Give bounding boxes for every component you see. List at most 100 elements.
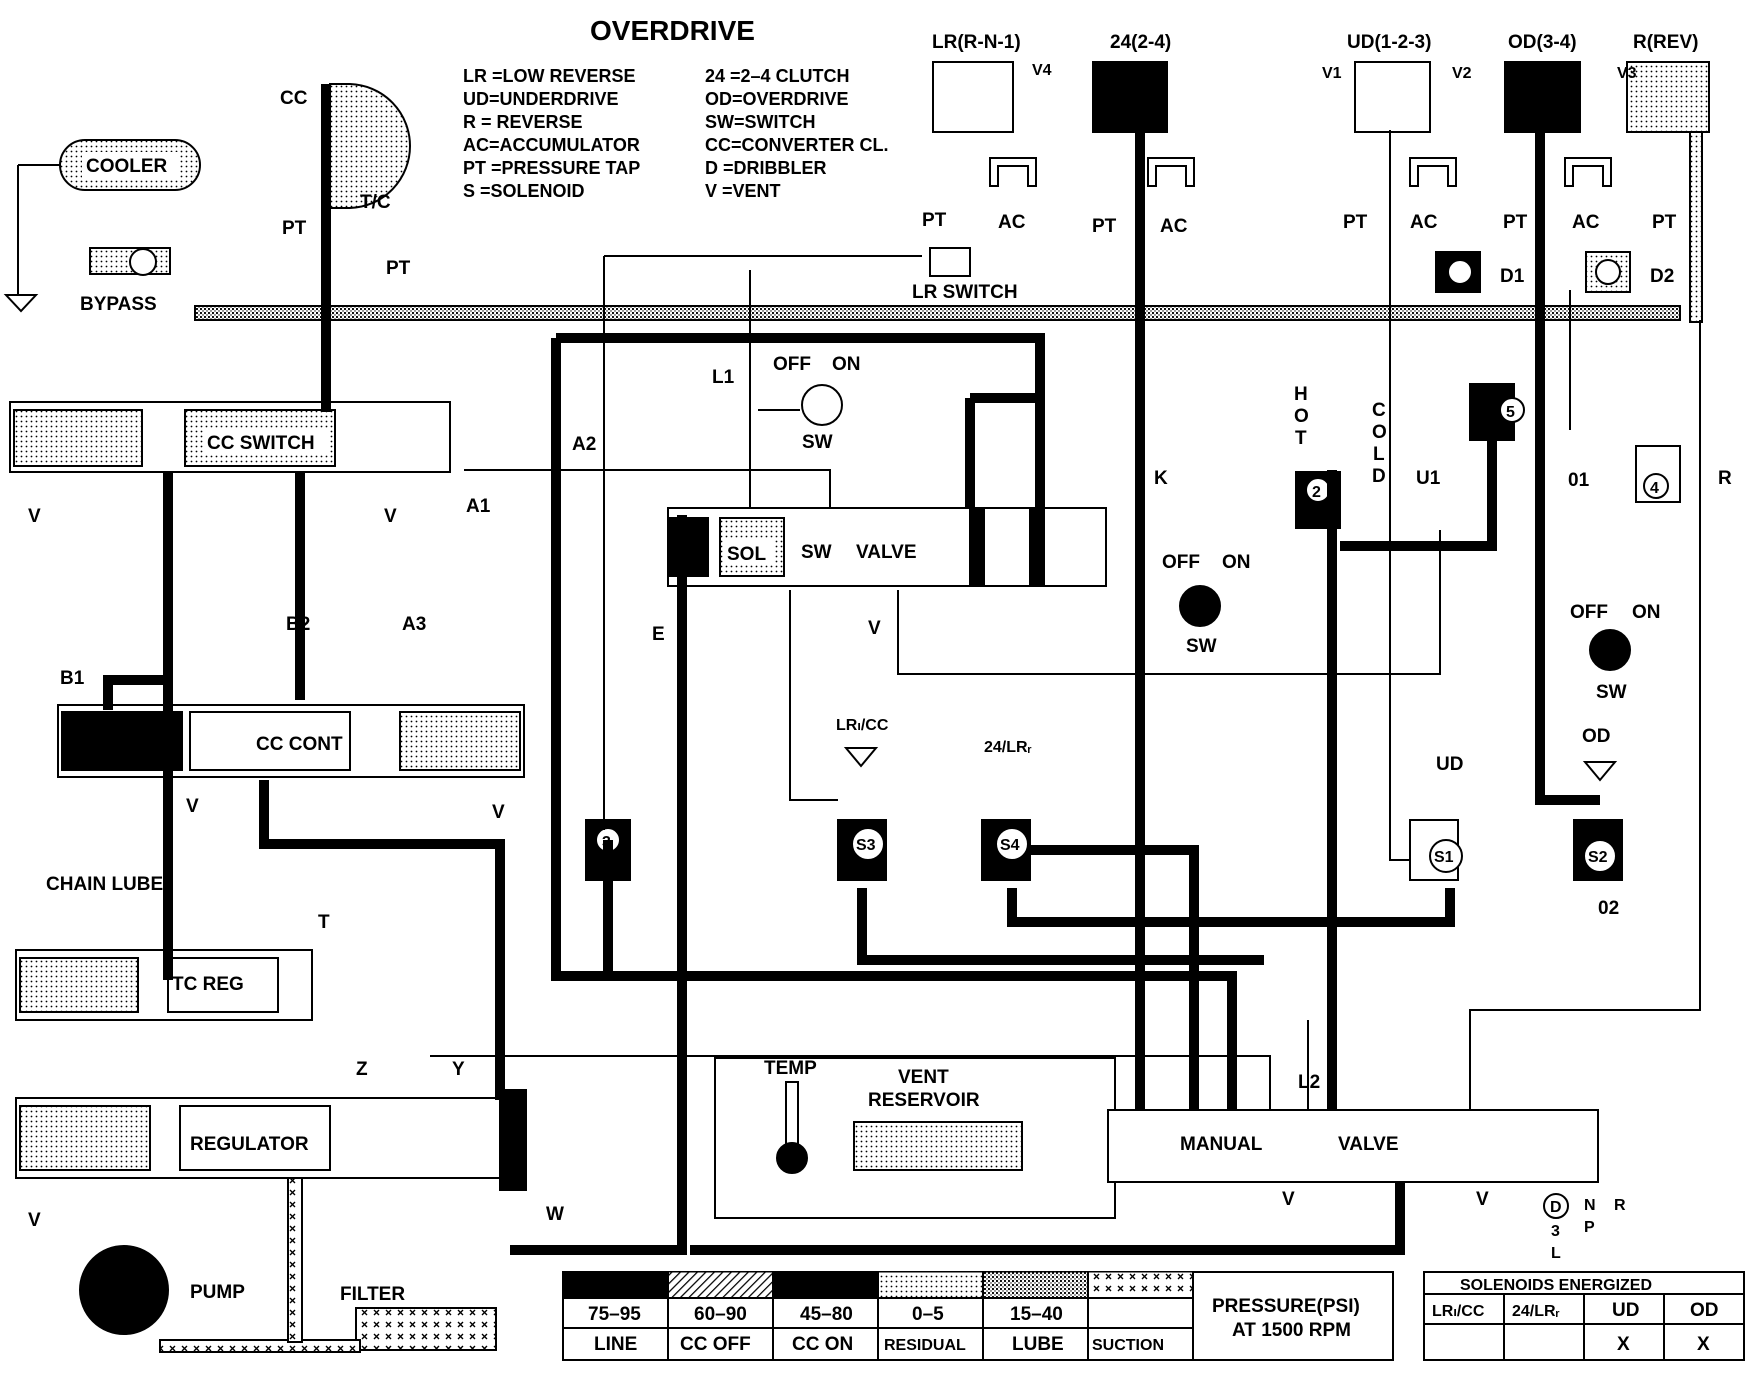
manual-valve xyxy=(1107,1109,1599,1183)
clutch-rev-piston xyxy=(1626,61,1710,133)
manual-valve-label: VALVE xyxy=(1338,1134,1399,1155)
abbr-od: OD=OVERDRIVE xyxy=(705,89,849,109)
legend-swatch-ccon xyxy=(773,1272,878,1298)
u1-label: U1 xyxy=(1416,468,1441,489)
gear-d: D xyxy=(1550,1199,1562,1216)
cooler-label: COOLER xyxy=(86,156,168,177)
solenoid-s4-label: S4 xyxy=(1000,837,1020,854)
vent-reservoir-label-1: VENT xyxy=(898,1067,949,1088)
switch-top-on: ON xyxy=(832,354,861,375)
sol-sw-right-piston xyxy=(969,507,985,587)
pump-label: PUMP xyxy=(190,1282,245,1303)
switch-top-off: OFF xyxy=(773,354,811,375)
ac-label-24: AC xyxy=(1160,216,1188,237)
legend-name-ccoff: CC OFF xyxy=(680,1334,751,1355)
vent-v2-label: V2 xyxy=(1452,65,1472,82)
z-label: Z xyxy=(356,1059,368,1080)
vent-manual-1: V xyxy=(1282,1189,1295,1210)
legend-name-suction: SUCTION xyxy=(1092,1337,1164,1354)
abbreviation-legend: LR =LOW REVERSE UD=UNDERDRIVE R = REVERS… xyxy=(463,66,889,201)
legend-swatch-lube xyxy=(982,1271,1089,1299)
sol-sw-left-block xyxy=(667,517,709,577)
cc-cont-label: CC CONT xyxy=(256,734,343,755)
pt-label-lr: PT xyxy=(922,210,947,231)
legend-swatch-ccoff xyxy=(667,1271,774,1299)
cc-label: CC xyxy=(280,88,308,109)
abbr-pt: PT =PRESSURE TAP xyxy=(463,158,640,178)
o1-label: 01 xyxy=(1568,470,1590,491)
solenoid-s3-cone xyxy=(843,747,879,768)
legend-name-residual: RESIDUAL xyxy=(884,1337,966,1354)
filter xyxy=(355,1307,497,1351)
tc-reg-label: TC REG xyxy=(172,974,244,995)
torque-converter xyxy=(329,83,412,209)
accumulator-24 xyxy=(1147,157,1195,187)
tc-reg-spool xyxy=(167,957,279,1013)
suction-line xyxy=(159,1339,361,1353)
hot-t: T xyxy=(1295,428,1307,449)
abbr-lr: LR =LOW REVERSE xyxy=(463,66,636,86)
switch-od-on: ON xyxy=(1632,602,1661,623)
vent-cc-cont-right: V xyxy=(492,802,505,823)
cc-switch-spring xyxy=(13,409,143,467)
vent-cc-switch-right: V xyxy=(384,506,397,527)
pump xyxy=(79,1245,169,1335)
pressure-switch-top xyxy=(801,384,843,426)
r-label: R xyxy=(1718,468,1732,489)
dribbler-d2-ball xyxy=(1595,259,1621,285)
regulator-label: REGULATOR xyxy=(190,1134,309,1155)
abbr-ac: AC=ACCUMULATOR xyxy=(463,135,640,155)
clutch-24-piston xyxy=(1092,61,1168,133)
solenoid-s3-func: LRₗ/CC xyxy=(836,717,889,734)
pt-label-tc: PT xyxy=(282,218,307,239)
diagram-title: OVERDRIVE xyxy=(590,15,755,46)
sol-table-title: SOLENOIDS ENERGIZED xyxy=(1460,1277,1652,1294)
ac-label-od: AC xyxy=(1572,212,1600,233)
hot-h: H xyxy=(1294,384,1308,405)
regulator-spool xyxy=(179,1105,331,1171)
tc-reg-spring xyxy=(19,957,139,1013)
legend-title-1: PRESSURE(PSI) xyxy=(1212,1296,1360,1317)
vent-v1-label: V1 xyxy=(1322,65,1342,82)
solenoid-s4 xyxy=(995,827,1029,861)
bypass-label: BYPASS xyxy=(80,294,157,315)
thermometer-bulb xyxy=(776,1142,808,1174)
cold-l: L xyxy=(1373,444,1385,465)
vent-regulator: V xyxy=(28,1210,41,1231)
vent-reservoir-label-2: RESERVOIR xyxy=(868,1090,980,1111)
pressure-switch-od xyxy=(1589,629,1631,671)
solenoid-s1-label: S1 xyxy=(1434,849,1454,866)
dribbler-d2-label: D2 xyxy=(1650,266,1674,287)
legend-title-2: AT 1500 RPM xyxy=(1232,1320,1351,1341)
clutch-ud-label: UD(1-2-3) xyxy=(1347,32,1431,53)
vent-solsw: V xyxy=(868,618,881,639)
switch-24-off: OFF xyxy=(1162,552,1200,573)
gear-p: P xyxy=(1584,1219,1595,1236)
clutch-rev-label: R(REV) xyxy=(1633,32,1698,53)
abbr-v: V =VENT xyxy=(705,181,781,201)
sol-table-h-lrcc: LRₗ/CC xyxy=(1432,1303,1485,1320)
k-label: K xyxy=(1154,468,1168,489)
accumulator-ud xyxy=(1409,157,1457,187)
gear-l: L xyxy=(1551,1245,1561,1262)
solenoid-s1 xyxy=(1429,839,1463,873)
e-label: E xyxy=(652,624,665,645)
regulator-right-block xyxy=(499,1089,527,1191)
a1-label: A1 xyxy=(466,496,491,517)
solenoid-s2 xyxy=(1583,839,1617,873)
pt-label-ud: PT xyxy=(1343,212,1368,233)
regulator-spring xyxy=(19,1105,151,1171)
legend-swatch-residual xyxy=(877,1271,984,1299)
t-label: T xyxy=(318,912,330,933)
switch-top-sw: SW xyxy=(802,432,833,453)
lr-switch-label: LR SWITCH xyxy=(912,282,1018,303)
dribbler-d1-ball xyxy=(1447,259,1473,285)
legend-range-lube: 15–40 xyxy=(1010,1304,1063,1325)
checkball-5-label: 5 xyxy=(1506,404,1515,421)
cc-switch-label-bg xyxy=(205,428,329,454)
abbr-cc: CC=CONVERTER CL. xyxy=(705,135,889,155)
legend-range-line: 75–95 xyxy=(588,1304,641,1325)
temp-label: TEMP xyxy=(764,1058,817,1079)
gear-r: R xyxy=(1614,1197,1626,1214)
abbr-s: S =SOLENOID xyxy=(463,181,585,201)
